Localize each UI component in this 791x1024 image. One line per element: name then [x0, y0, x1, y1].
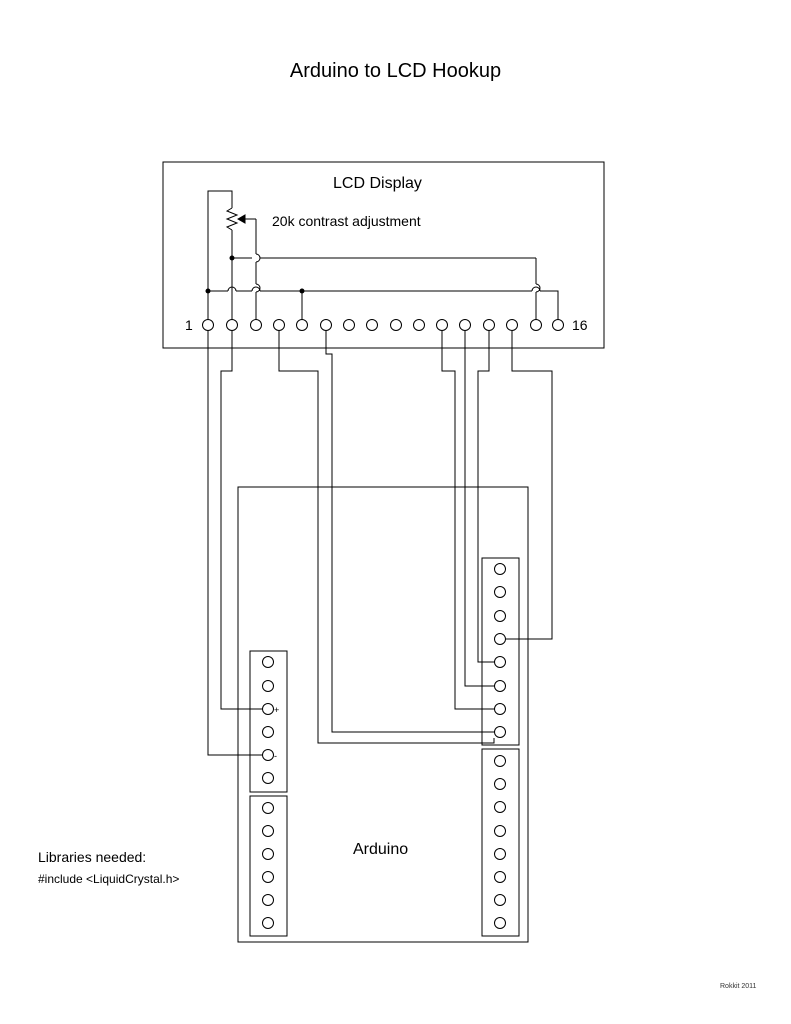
pot-top-wire — [207, 190, 233, 291]
lcd-pin-last-label: 16 — [572, 317, 588, 333]
contrast-pot-label: 20k contrast adjustment — [272, 213, 421, 229]
lcd-pin-row — [202, 319, 564, 331]
wire-5v — [220, 331, 262, 710]
lcd-pin-4 — [273, 319, 285, 331]
lcd-pin-first-label: 1 — [185, 317, 193, 333]
lcd-pin-1 — [202, 319, 214, 331]
power-pin-5v — [262, 703, 274, 715]
pot-wiper-hop — [255, 253, 261, 263]
lcd-pin-16 — [552, 319, 564, 331]
power-plus-label: + — [274, 705, 280, 715]
lcd-pin-15 — [530, 319, 542, 331]
wire-rs — [278, 331, 495, 744]
digital-header-low — [481, 748, 520, 937]
arduino-board — [237, 486, 529, 943]
lcd-pin-6 — [320, 319, 332, 331]
power-pin-gnd — [262, 749, 274, 761]
wire-d5 — [464, 331, 494, 687]
arduino-label: Arduino — [353, 841, 409, 858]
power-minus-label: - — [274, 751, 277, 761]
lcd-pin-12 — [459, 319, 471, 331]
page-title: Arduino to LCD Hookup — [289, 60, 502, 82]
analog-header — [249, 795, 288, 937]
credit-footer: Rokkit 2011 — [720, 983, 757, 990]
lcd-pin-9 — [390, 319, 402, 331]
wire-e — [325, 331, 494, 733]
wire-d6 — [477, 331, 494, 663]
lcd-display-label: LCD Display — [333, 175, 422, 192]
lcd-pin-13 — [483, 319, 495, 331]
lcd-pin-5 — [296, 319, 308, 331]
lcd-pin-11 — [436, 319, 448, 331]
wire-d4 — [441, 331, 494, 710]
libraries-include: #include <LiquidCrystal.h> — [38, 872, 180, 886]
libraries-heading: Libraries needed: — [38, 849, 147, 865]
pot-resistor — [225, 207, 239, 231]
lcd-pin-2 — [226, 319, 238, 331]
power-header — [249, 650, 288, 793]
lcd-pin-14 — [506, 319, 518, 331]
wire-d7 — [506, 331, 553, 640]
lcd-pin-8 — [366, 319, 378, 331]
lcd-display-box — [162, 161, 605, 349]
wire-gnd — [207, 331, 262, 756]
lcd-pin-3 — [250, 319, 262, 331]
digital-header-high — [481, 557, 520, 746]
pot-wiper-arrow — [236, 214, 246, 224]
lcd-pin-10 — [413, 319, 425, 331]
lcd-pin-7 — [343, 319, 355, 331]
